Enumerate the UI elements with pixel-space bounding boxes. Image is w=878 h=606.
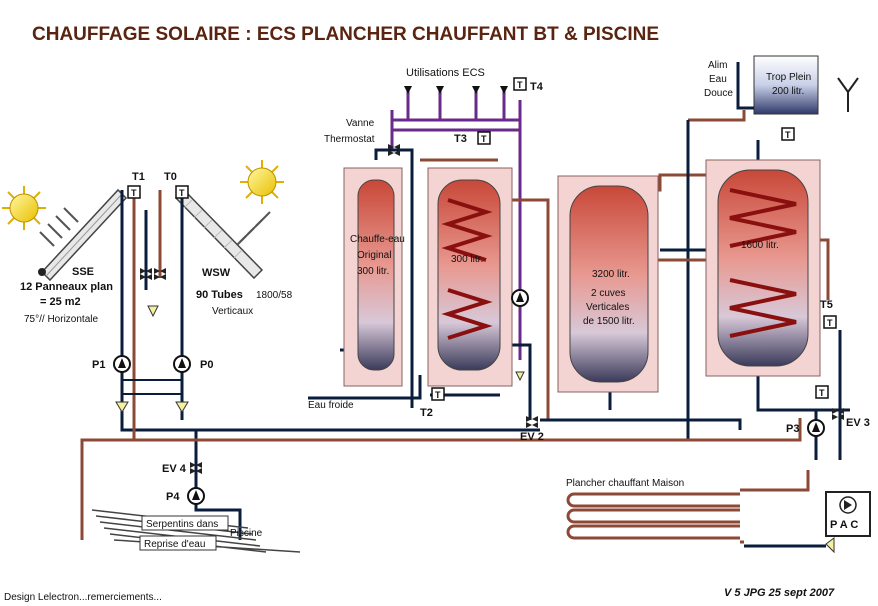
tap-icons — [404, 86, 508, 94]
plancher-label: Plancher chauffant Maison — [566, 478, 684, 489]
svg-text:T: T — [435, 390, 441, 400]
t1-label: T1 — [132, 171, 145, 183]
chauffe-eau-label-3: 300 litr. — [357, 266, 389, 277]
tank-1600-litre — [705, 159, 821, 377]
trop-plein-label: Trop Plein — [766, 72, 811, 83]
version-text: V 5 JPG 25 sept 2007 — [724, 587, 835, 599]
ecs-distribution-pipes — [390, 90, 522, 360]
pac-label: P A C — [830, 519, 858, 531]
trop-plein-label-2: 200 litr. — [772, 86, 804, 97]
sse-line2: = 25 m2 — [40, 296, 81, 308]
reprise-label: Reprise d'eau — [144, 539, 205, 550]
pump-icon-tank300 — [511, 289, 529, 307]
ev4-label: EV 4 — [162, 463, 187, 475]
p4-label: P4 — [166, 491, 180, 503]
p3-label: P3 — [786, 423, 799, 435]
serpentins-label: Serpentins dans — [146, 519, 218, 530]
utilisations-label: Utilisations ECS — [406, 67, 485, 79]
chauffe-eau-label: Chauffe-eau — [350, 234, 405, 245]
tank-3200-litre — [557, 175, 659, 393]
sse-line3: 75°// Horizontale — [24, 314, 98, 325]
reprise-box — [139, 535, 217, 551]
svg-text:T: T — [481, 134, 487, 144]
flat-panel-collector-sse — [38, 188, 128, 282]
tank-300-label: 300 litr. — [451, 254, 483, 265]
piscine-label: Piscine — [230, 528, 263, 539]
sensor-icons: T T T T T T T T — [127, 77, 837, 401]
ev3-label: EV 3 — [846, 417, 870, 429]
svg-text:T: T — [819, 388, 825, 398]
pump-icon-p4 — [187, 487, 205, 505]
chauffe-eau-label-2: Original — [357, 250, 391, 261]
return-main-pipe — [134, 418, 802, 442]
cuves-label-1: 2 cuves — [591, 288, 625, 299]
check-valve-icons — [115, 305, 835, 554]
thermostat-label: Thermostat — [324, 134, 375, 145]
wsw-line1b: 1800/58 — [256, 290, 293, 301]
wsw-name: WSW — [202, 267, 231, 279]
sun-rays-left — [39, 207, 79, 247]
credits-text: Design Lelectron...remerciements... — [4, 592, 162, 603]
ev2-label: EV 2 — [520, 431, 544, 443]
valve-icons — [140, 144, 844, 474]
vanne-label: Vanne — [346, 118, 375, 129]
t4-label: T4 — [530, 81, 544, 93]
wsw-line2: Verticaux — [212, 306, 253, 317]
serpentins-box — [141, 515, 229, 531]
t0-label: T0 — [164, 171, 177, 183]
cuves-label-2: Verticales — [586, 302, 629, 313]
alim-label-3: Douce — [704, 88, 733, 99]
t5-label: T5 — [820, 299, 833, 311]
alim-label: Alim — [708, 60, 727, 71]
floor-heating-loops — [566, 470, 826, 548]
pump-icon-p3 — [807, 419, 825, 437]
heat-pump — [825, 491, 871, 537]
tank-chauffe-eau-original — [343, 167, 403, 387]
pump-icon-p0 — [173, 355, 191, 373]
overflow-tank — [736, 55, 859, 115]
tank-300-litre — [427, 167, 513, 387]
tank-3200-label: 3200 litr. — [592, 269, 630, 280]
sse-name: SSE — [72, 266, 94, 278]
svg-text:T: T — [131, 188, 137, 198]
alim-label-2: Eau — [709, 74, 727, 85]
sun-icon-left — [2, 186, 46, 230]
pump-icon-p1 — [113, 355, 131, 373]
sun-icon-right — [240, 160, 284, 204]
wsw-line1: 90 Tubes — [196, 289, 243, 301]
boiler-connection-pipes — [308, 148, 742, 430]
eau-froide-label: Eau froide — [308, 400, 354, 411]
cuves-label-3: de 1500 litr. — [583, 316, 635, 327]
tank-1600-label: 1600 litr. — [741, 240, 779, 251]
sse-line1: 12 Panneaux plan — [20, 281, 113, 293]
p0-label: P0 — [200, 359, 213, 371]
diagram-title: CHAUFFAGE SOLAIRE : ECS PLANCHER CHAUFFA… — [32, 24, 659, 45]
svg-text:T: T — [785, 130, 791, 140]
t2-label: T2 — [420, 407, 433, 419]
svg-text:T: T — [827, 318, 833, 328]
t3-label: T3 — [454, 133, 467, 145]
svg-text:T: T — [517, 80, 523, 90]
p1-label: P1 — [92, 359, 105, 371]
svg-text:T: T — [179, 188, 185, 198]
